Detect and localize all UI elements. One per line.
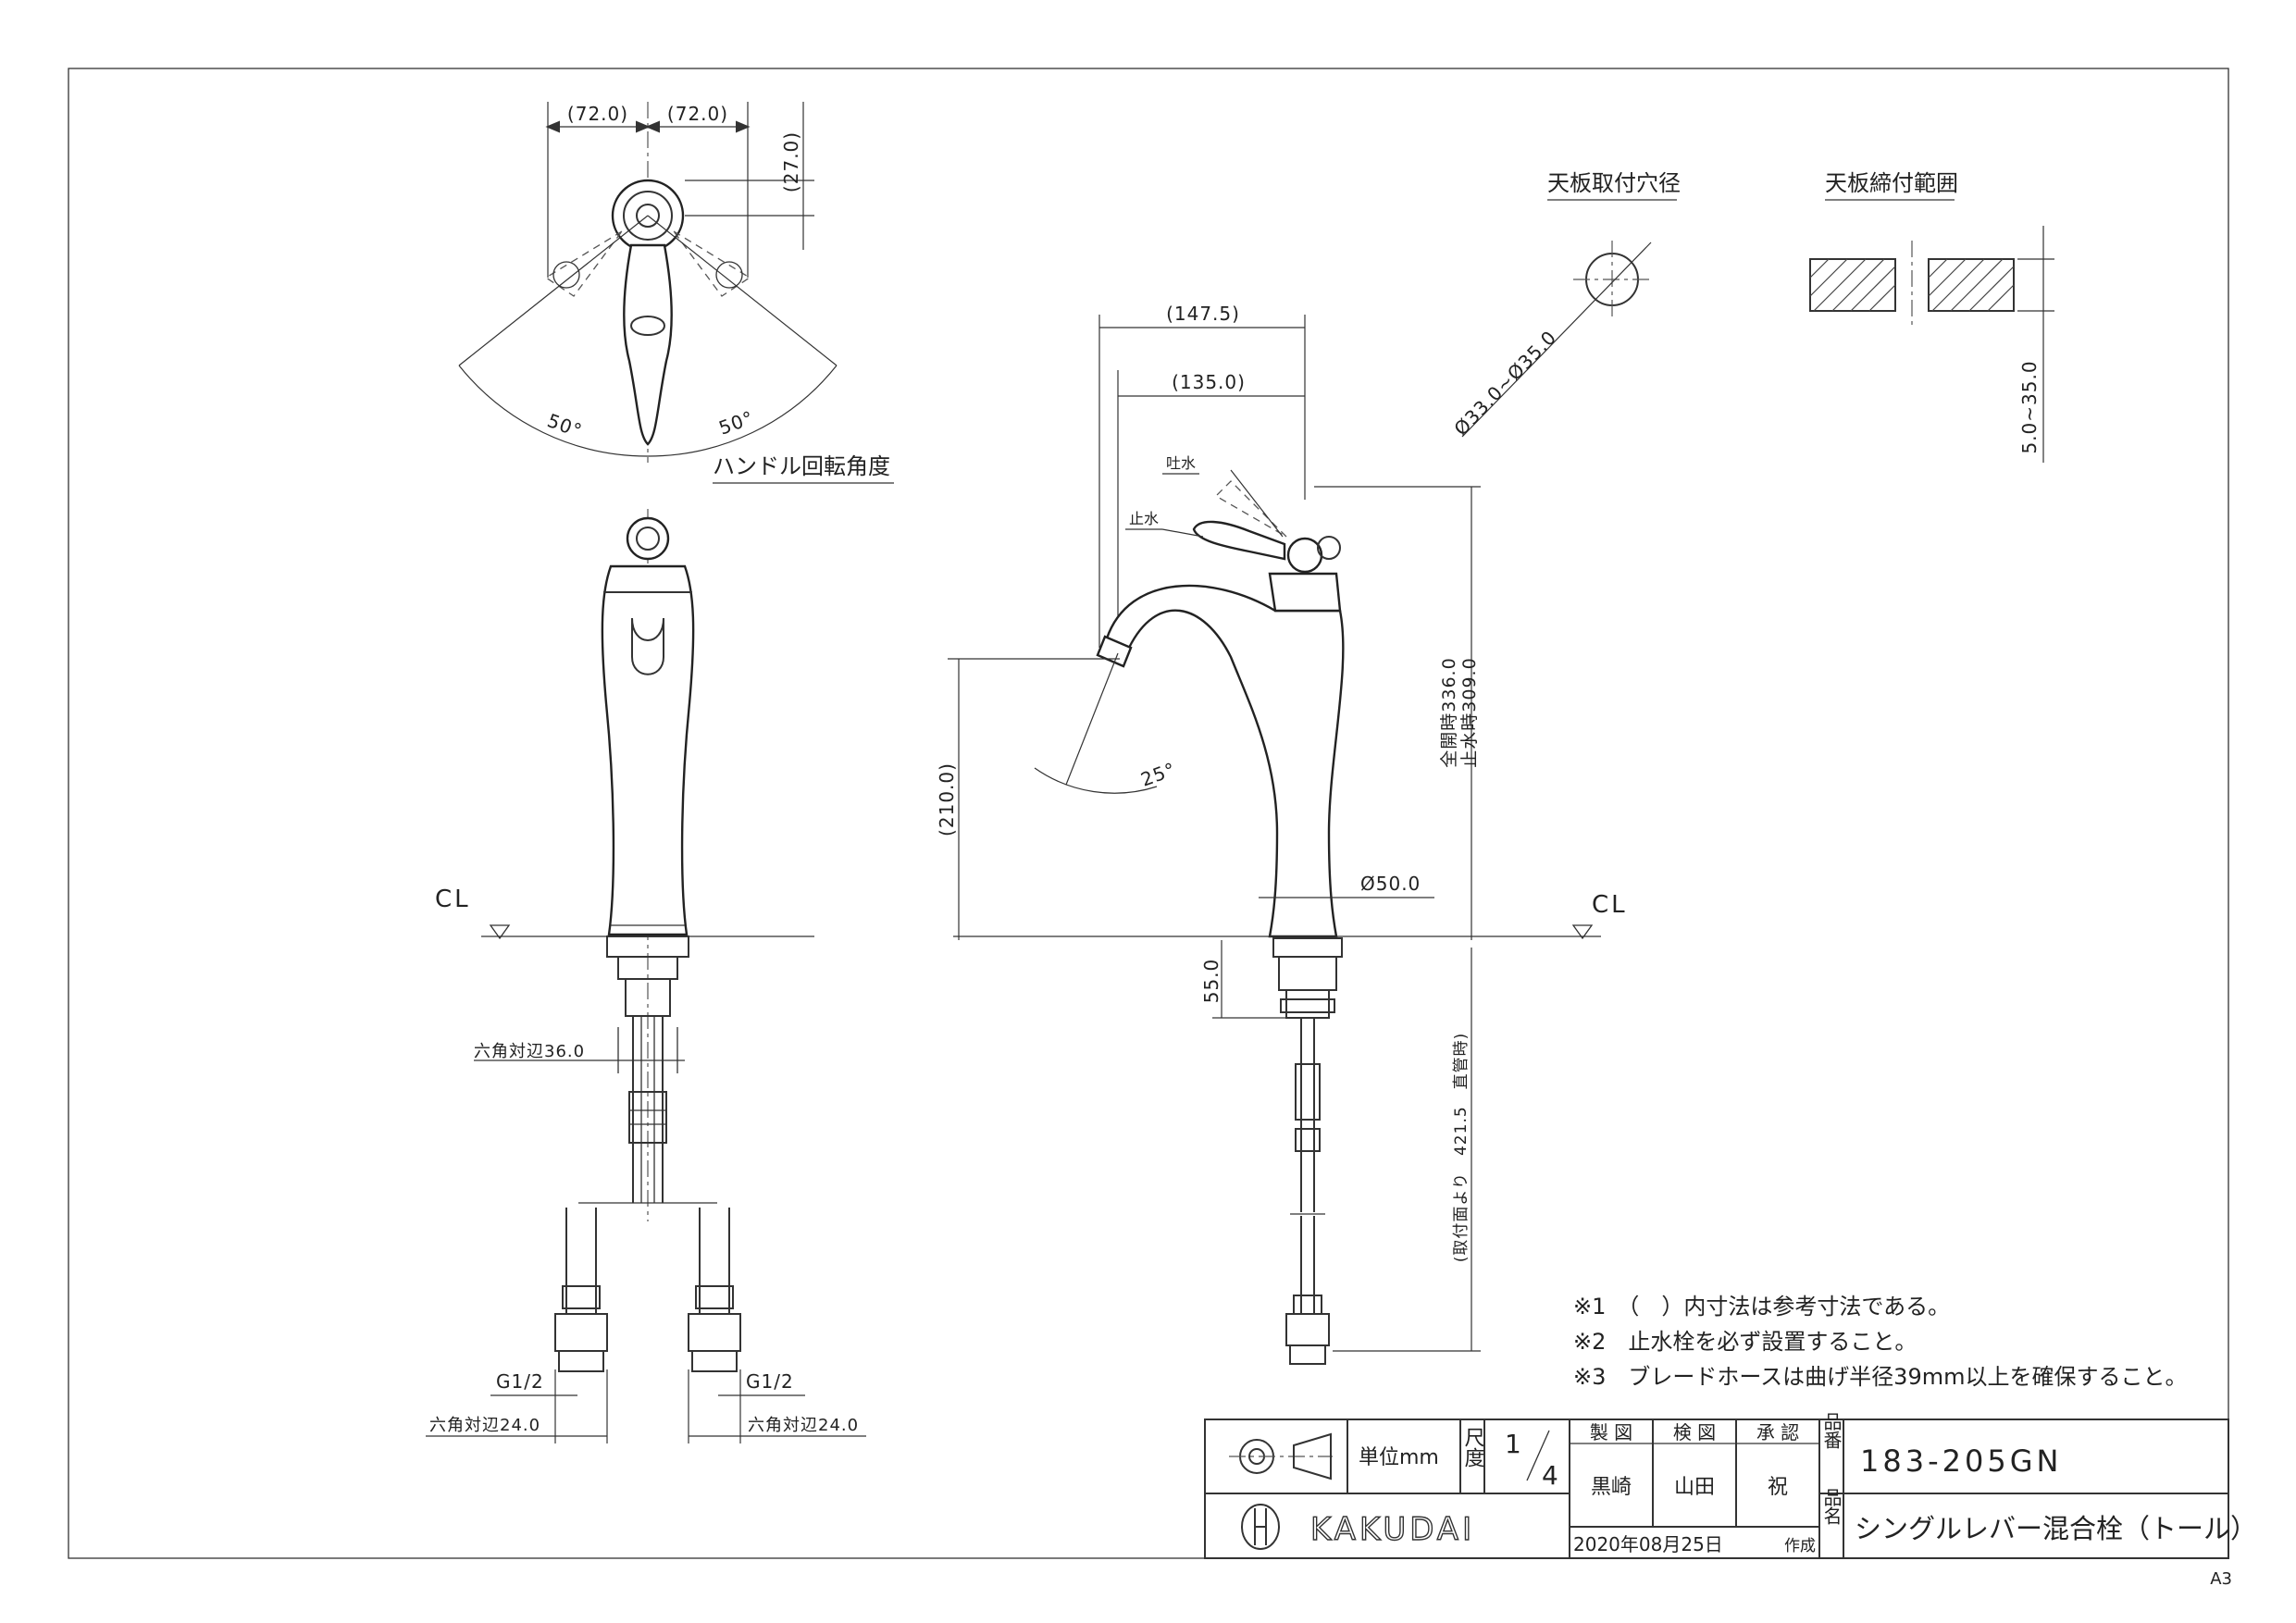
dim-reach-inner: (135.0) — [1172, 371, 1246, 393]
dim-top-right: (72.0) — [667, 103, 728, 125]
tb-part-name: シングルレバー混合栓（トール） — [1855, 1513, 2257, 1544]
tb-part-no-label: 品番 — [1820, 1412, 1843, 1449]
thread-left: G1/2 — [496, 1370, 544, 1393]
dim-top-height: (27.0) — [780, 131, 802, 192]
note-1: ※1 （ ）内寸法は参考寸法である。 — [1573, 1294, 1950, 1319]
hex-left: 六角対辺24.0 — [429, 1416, 540, 1435]
label-counter-range: 天板締付範囲 — [1825, 170, 1958, 196]
dim-total-height-1: 全開時336.0 — [1439, 657, 1459, 767]
thread-right: G1/2 — [746, 1370, 794, 1393]
counter-hole-detail: 天板取付穴径 Ø33.0~Ø35.0 — [1449, 170, 1681, 440]
tb-part-no: 183-205GN — [1860, 1443, 2062, 1479]
tb-name-approve: 祝 — [1768, 1476, 1788, 1499]
dim-spout-height: (210.0) — [936, 762, 958, 836]
angle-left: 50° — [544, 409, 585, 442]
tb-role-design: 製 図 — [1590, 1421, 1632, 1443]
top-view: (72.0) (72.0) (27.0) 50° 50° ハンドル回転角度 — [458, 102, 894, 484]
tb-date: 2020年08月25日 — [1573, 1533, 1723, 1555]
tb-scale-label: 尺度 — [1461, 1427, 1485, 1468]
title-block: 単位mm 尺度 1 4 製 図 検 図 承 認 黒崎 山田 祝 2020年08月… — [1204, 1412, 2257, 1559]
angle-right: 50° — [716, 406, 757, 440]
hex-right: 六角対辺24.0 — [748, 1416, 859, 1435]
tb-role-check: 検 図 — [1673, 1421, 1716, 1443]
label-handle-rotation: ハンドル回転角度 — [713, 453, 890, 479]
spout-angle: 25° — [1138, 758, 1179, 791]
dim-body-dia: Ø50.0 — [1360, 873, 1421, 895]
tb-name-check: 山田 — [1674, 1476, 1715, 1499]
sheet-border — [68, 68, 2229, 1559]
notes: ※1 （ ）内寸法は参考寸法である。 ※2 止水栓を必ず設置すること。 ※3 ブ… — [1573, 1294, 2187, 1390]
company-name: KAKUDAI — [1310, 1511, 1475, 1548]
tb-part-name-label: 品名 — [1820, 1488, 1843, 1525]
dim-reach-outer: (147.5) — [1166, 303, 1240, 325]
note-2: ※2 止水栓を必ず設置すること。 — [1573, 1329, 1917, 1355]
tb-name-design: 黒崎 — [1591, 1476, 1632, 1499]
note-3: ※3 ブレードホースは曲げ半径39mm以上を確保すること。 — [1573, 1364, 2187, 1390]
kakudai-logo: KAKUDAI — [1241, 1504, 1475, 1550]
tb-unit: 単位mm — [1359, 1446, 1439, 1469]
cl-right: CL — [1592, 891, 1628, 919]
sheet-size: A3 — [2210, 1569, 2232, 1589]
label-spout-water: 吐水 — [1166, 454, 1196, 472]
label-stop-water: 止水 — [1129, 510, 1159, 527]
dim-total-height-2: 止水時309.0 — [1459, 657, 1480, 767]
dim-top-left: (72.0) — [567, 103, 628, 125]
dim-hole-dia: Ø33.0~Ø35.0 — [1449, 326, 1560, 440]
counter-range-detail: 天板締付範囲 5.0~35.0 — [1809, 170, 2054, 463]
label-counter-hole: 天板取付穴径 — [1547, 170, 1681, 196]
front-view: 六角対辺36.0 G1/2 G1/2 六角対辺24.0 六角対辺24.0 — [426, 509, 866, 1443]
dim-hex-36: 六角対辺36.0 — [474, 1042, 585, 1061]
cl-left: CL — [435, 886, 471, 913]
tb-role-approve: 承 認 — [1756, 1421, 1799, 1443]
tb-scale-den: 4 — [1542, 1460, 1558, 1491]
tb-date-suffix: 作成 — [1784, 1537, 1816, 1555]
dim-range: 5.0~35.0 — [2018, 360, 2041, 453]
side-view: (147.5) (135.0) 吐水 止水 25° (210.0) 全開時336… — [936, 303, 1481, 1365]
dim-hose-length: (取付面より 421.5 直管時) — [1452, 1033, 1471, 1263]
tb-scale-num: 1 — [1505, 1429, 1521, 1459]
dim-shank: 55.0 — [1200, 959, 1222, 1004]
